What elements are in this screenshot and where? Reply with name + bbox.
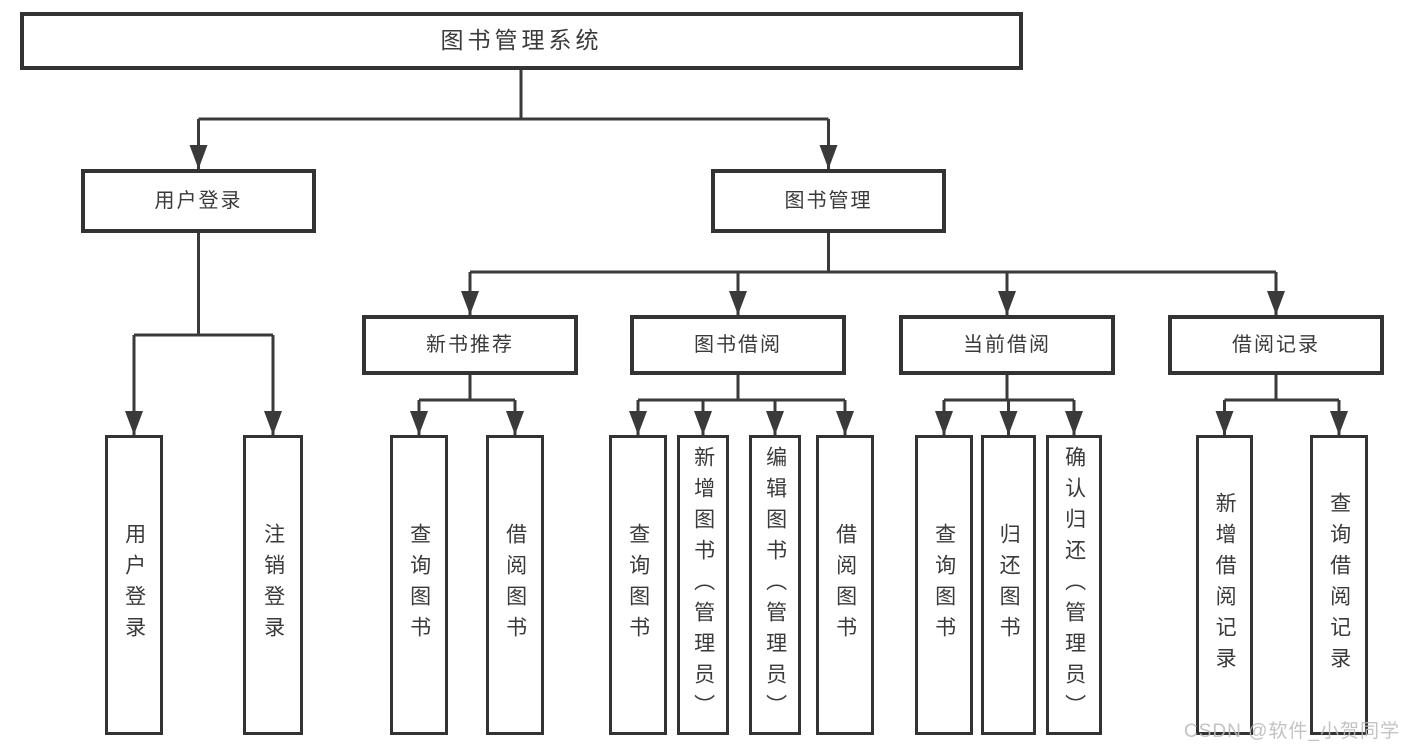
leaf-user-login: 用户登录: [105, 435, 163, 735]
leaf-borrow-books-borrowing: 借阅图书: [816, 435, 874, 735]
node-book-borrowing: 图书借阅: [630, 315, 846, 375]
leaf-borrow-books-recommend: 借阅图书: [486, 435, 544, 735]
node-current-borrowing: 当前借阅: [899, 315, 1115, 375]
watermark: CSDN @软件_小贺同学: [1184, 721, 1400, 742]
node-new-book-recommend: 新书推荐: [362, 315, 578, 375]
leaf-add-borrow-record: 新增借阅记录: [1196, 435, 1253, 735]
leaf-query-books-borrowing: 查询图书: [609, 435, 667, 735]
node-library-system-root: 图书管理系统: [20, 12, 1023, 70]
leaf-query-borrow-record: 查询借阅记录: [1310, 435, 1368, 735]
leaf-confirm-return-admin: 确认归还（管理员）: [1046, 435, 1102, 735]
node-book-management-branch: 图书管理: [711, 169, 946, 233]
leaf-edit-book-admin: 编辑图书（管理员）: [749, 435, 801, 735]
leaf-return-book: 归还图书: [981, 435, 1036, 735]
leaf-query-books-current: 查询图书: [915, 435, 973, 735]
node-user-login-branch: 用户登录: [81, 169, 316, 233]
leaf-logout: 注销登录: [243, 435, 303, 735]
node-borrowing-records: 借阅记录: [1168, 315, 1384, 375]
leaf-add-book-admin: 新增图书（管理员）: [677, 435, 729, 735]
leaf-query-books-recommend: 查询图书: [390, 435, 448, 735]
